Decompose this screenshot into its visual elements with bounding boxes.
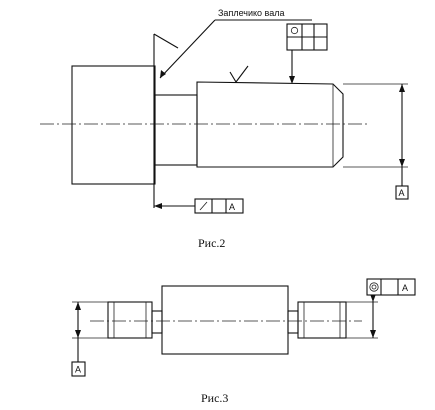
tolerance-frame-bottom bbox=[194, 198, 244, 214]
right-neck bbox=[287, 310, 299, 334]
callout-leader bbox=[159, 19, 216, 79]
figure-3-caption: Рис.3 bbox=[201, 391, 228, 405]
datum-letter-right: A bbox=[399, 188, 405, 198]
figure-2: Заплечико вала A A Рис.2 bbox=[40, 8, 409, 250]
left-journal bbox=[107, 301, 153, 339]
frame-datum-bottom: A bbox=[229, 202, 235, 212]
datum-box-right bbox=[395, 185, 409, 200]
right-journal bbox=[297, 301, 347, 339]
center-body bbox=[161, 285, 289, 355]
left-neck bbox=[151, 310, 163, 334]
runout-arrow-icon bbox=[199, 201, 208, 211]
tolerance-frame-fig3 bbox=[366, 278, 416, 296]
right-journal bbox=[196, 81, 344, 168]
figure-2-caption: Рис.2 bbox=[198, 236, 225, 250]
figure-3: A A Рис.3 bbox=[71, 278, 416, 405]
shoulder-flag-line bbox=[153, 33, 179, 49]
left-cylinder bbox=[71, 65, 156, 185]
roughness-mark bbox=[229, 65, 249, 83]
shaft-neck bbox=[154, 94, 198, 166]
datum-letter-left: A bbox=[75, 365, 81, 375]
callout-arrow-head bbox=[160, 70, 166, 78]
concentricity-outer-icon bbox=[369, 282, 379, 292]
concentricity-inner-icon bbox=[371, 284, 377, 290]
datum-box-left bbox=[71, 361, 86, 377]
callout-label: Заплечико вала bbox=[218, 8, 284, 18]
frame-datum-fig3: A bbox=[402, 283, 408, 293]
tolerance-symbol-icon bbox=[290, 26, 299, 35]
